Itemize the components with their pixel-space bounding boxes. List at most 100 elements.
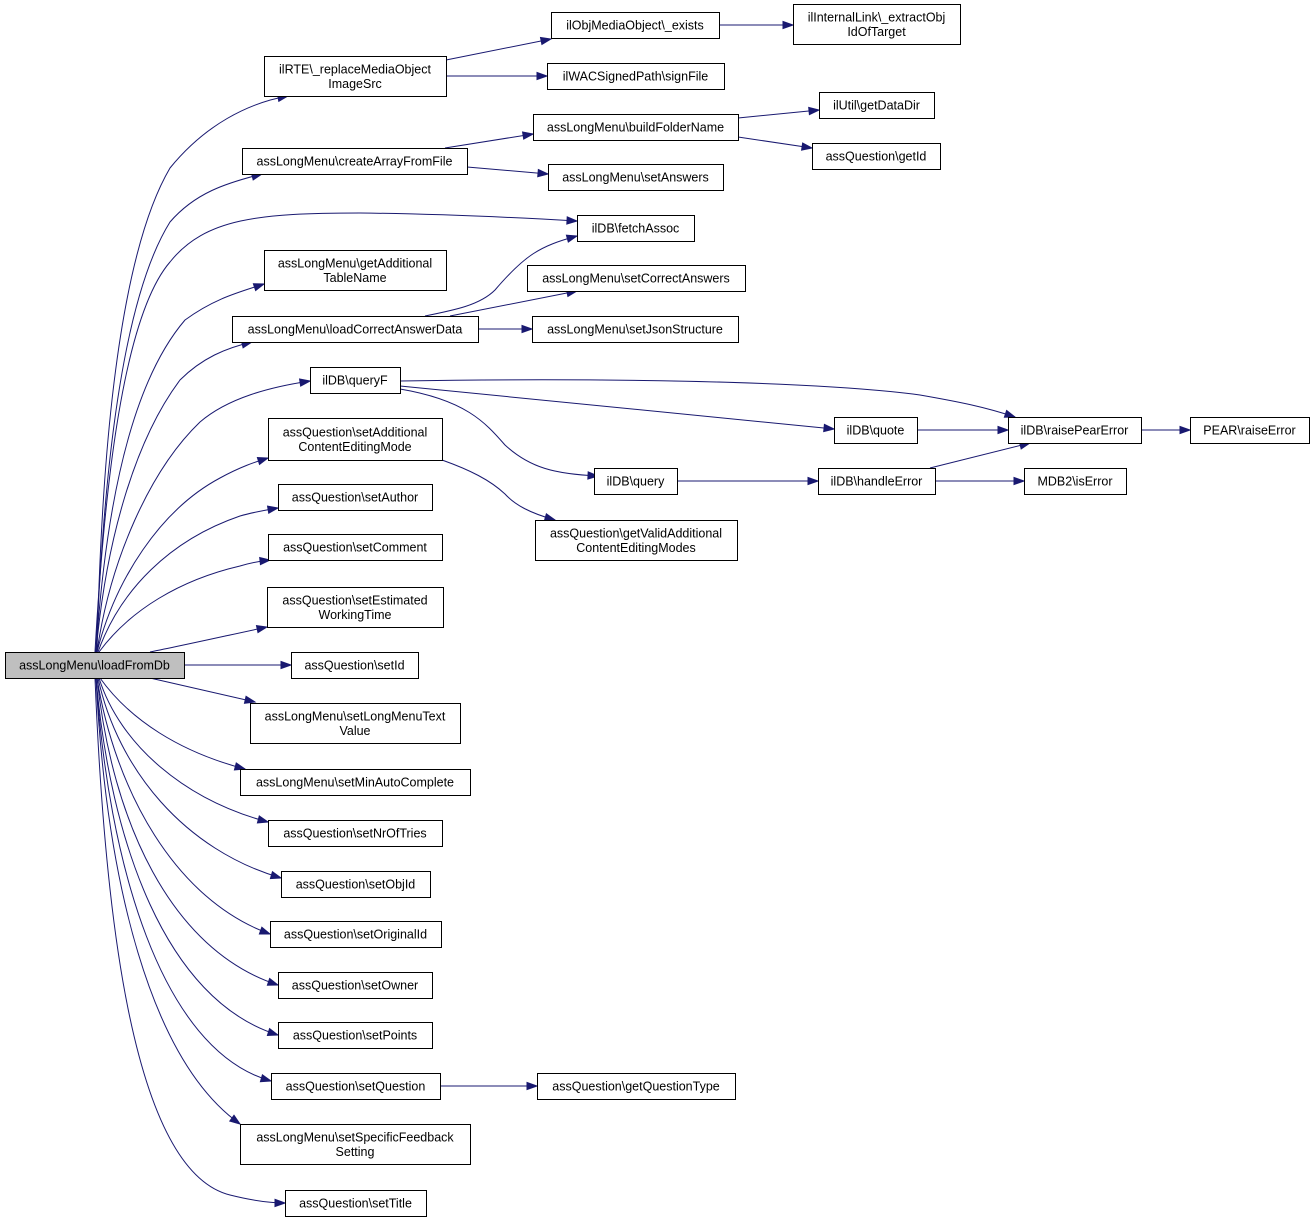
node-setObjId[interactable]: assQuestion\setObjId xyxy=(281,871,431,898)
edge-root-to-setComment xyxy=(98,556,272,653)
node-label: ilWACSignedPath\signFile xyxy=(563,70,708,84)
edge-loadCorrect-to-fetchAssoc xyxy=(424,234,579,317)
arrowhead xyxy=(566,216,579,225)
node-setOwner[interactable]: assQuestion\setOwner xyxy=(278,972,433,999)
edge-root-to-setOwner xyxy=(96,677,280,986)
node-box xyxy=(535,520,738,561)
node-label: ContentEditingMode xyxy=(298,440,411,454)
arrowhead xyxy=(252,283,266,292)
arrowhead xyxy=(269,870,283,880)
node-label: assQuestion\setAdditional xyxy=(283,425,428,439)
node-label: assQuestion\getQuestionType xyxy=(552,1080,720,1094)
node-box xyxy=(1024,468,1127,495)
node-box xyxy=(793,4,961,45)
node-label: ilDB\queryF xyxy=(322,374,388,388)
node-setComment[interactable]: assQuestion\setComment xyxy=(268,534,443,561)
edge-replaceMedia-to-objMediaExists xyxy=(445,36,553,61)
node-setAuthor[interactable]: assQuestion\setAuthor xyxy=(278,484,433,511)
node-box xyxy=(240,769,471,796)
node-fetchAssoc[interactable]: ilDB\fetchAssoc xyxy=(577,215,695,242)
node-objMediaExists[interactable]: ilObjMediaObject\_exists xyxy=(551,12,720,39)
node-box xyxy=(250,703,461,744)
node-setNrOfTries[interactable]: assQuestion\setNrOfTries xyxy=(268,820,443,847)
node-setMinAuto[interactable]: assLongMenu\setMinAutoComplete xyxy=(240,769,471,796)
node-getDataDir[interactable]: ilUtil\getDataDir xyxy=(819,92,935,119)
arrowhead xyxy=(298,378,312,387)
node-setAddContent[interactable]: assQuestion\setAdditionalContentEditingM… xyxy=(268,418,443,461)
node-label: Value xyxy=(339,724,370,738)
edge-line xyxy=(444,133,534,149)
edge-root-to-queryF xyxy=(96,378,312,653)
node-label: assLongMenu\setMinAutoComplete xyxy=(256,776,454,790)
edge-queryF-to-raisePear xyxy=(399,379,1017,418)
node-buildFolder[interactable]: assLongMenu\buildFolderName xyxy=(533,114,739,141)
edge-setAddContent-to-getValidAdd xyxy=(441,459,557,522)
edge-buildFolder-to-getId xyxy=(737,136,814,151)
node-setId[interactable]: assQuestion\setId xyxy=(291,652,419,679)
node-label: assLongMenu\loadCorrectAnswerData xyxy=(248,323,463,337)
node-setCorrectAnswers[interactable]: assLongMenu\setCorrectAnswers xyxy=(527,265,746,292)
node-handleError[interactable]: ilDB\handleError xyxy=(818,468,936,495)
node-loadCorrect[interactable]: assLongMenu\loadCorrectAnswerData xyxy=(232,316,479,343)
arrowhead xyxy=(587,471,600,480)
edge-line xyxy=(94,212,578,653)
edge-root-to-setObjId xyxy=(97,677,283,880)
node-setPoints[interactable]: assQuestion\setPoints xyxy=(278,1022,433,1049)
arrowhead xyxy=(823,423,836,433)
edge-buildFolder-to-getDataDir xyxy=(737,106,821,119)
node-createArray[interactable]: assLongMenu\createArrayFromFile xyxy=(242,148,468,175)
node-setTitle[interactable]: assQuestion\setTitle xyxy=(285,1190,427,1217)
node-pearRaise[interactable]: PEAR\raiseError xyxy=(1190,417,1310,444)
edge-root-to-getAddTable xyxy=(95,283,266,653)
node-quote[interactable]: ilDB\quote xyxy=(834,417,918,444)
node-label: assLongMenu\buildFolderName xyxy=(547,121,724,135)
node-queryF[interactable]: ilDB\queryF xyxy=(310,367,401,394)
edge-queryF-to-query xyxy=(399,388,600,480)
node-setQuestion[interactable]: assQuestion\setQuestion xyxy=(271,1073,441,1100)
node-setJson[interactable]: assLongMenu\setJsonStructure xyxy=(532,316,739,343)
edge-queryF-to-quote xyxy=(399,385,836,433)
arrowhead xyxy=(808,106,821,116)
node-label: assQuestion\setComment xyxy=(283,541,427,555)
edge-line xyxy=(95,173,263,653)
node-mdb2IsError[interactable]: MDB2\isError xyxy=(1024,468,1127,495)
node-getValidAdd[interactable]: assQuestion\getValidAdditionalContentEdi… xyxy=(535,520,738,561)
node-getId[interactable]: assQuestion\getId xyxy=(812,143,941,170)
node-label: assLongMenu\setLongMenuText xyxy=(265,709,446,723)
arrowhead xyxy=(536,71,549,81)
node-query[interactable]: ilDB\query xyxy=(594,468,678,495)
node-raisePear[interactable]: ilDB\raisePearError xyxy=(1008,417,1142,444)
edge-line xyxy=(95,341,253,653)
node-setAnswers[interactable]: assLongMenu\setAnswers xyxy=(548,164,724,191)
node-setOriginalId[interactable]: assQuestion\setOriginalId xyxy=(270,921,442,948)
edge-createArray-to-setAnswers xyxy=(466,166,550,178)
arrowhead xyxy=(543,512,557,522)
node-label: assLongMenu\getAdditional xyxy=(278,256,432,270)
edge-line xyxy=(96,457,269,653)
edge-root-to-setAuthor xyxy=(97,505,280,653)
node-box xyxy=(271,1073,441,1100)
edge-line xyxy=(466,166,549,175)
node-box xyxy=(5,652,185,679)
edge-line xyxy=(445,38,552,61)
edge-root-to-setQuestion xyxy=(95,677,273,1083)
arrowhead xyxy=(1179,425,1192,435)
edge-raisePear-to-pearRaise xyxy=(1141,425,1192,435)
node-label: assLongMenu\setSpecificFeedback xyxy=(256,1130,454,1144)
edge-loadCorrect-to-setJson xyxy=(478,324,534,334)
node-label: ContentEditingModes xyxy=(576,541,696,555)
node-root[interactable]: assLongMenu\loadFromDb xyxy=(5,652,185,679)
node-signFile[interactable]: ilWACSignedPath\signFile xyxy=(547,63,725,90)
edge-line xyxy=(97,507,279,653)
edge-line xyxy=(95,677,241,1125)
arrowhead xyxy=(266,505,280,514)
node-label: assQuestion\setObjId xyxy=(296,878,416,892)
node-getQuestionType[interactable]: assQuestion\getQuestionType xyxy=(537,1073,736,1100)
